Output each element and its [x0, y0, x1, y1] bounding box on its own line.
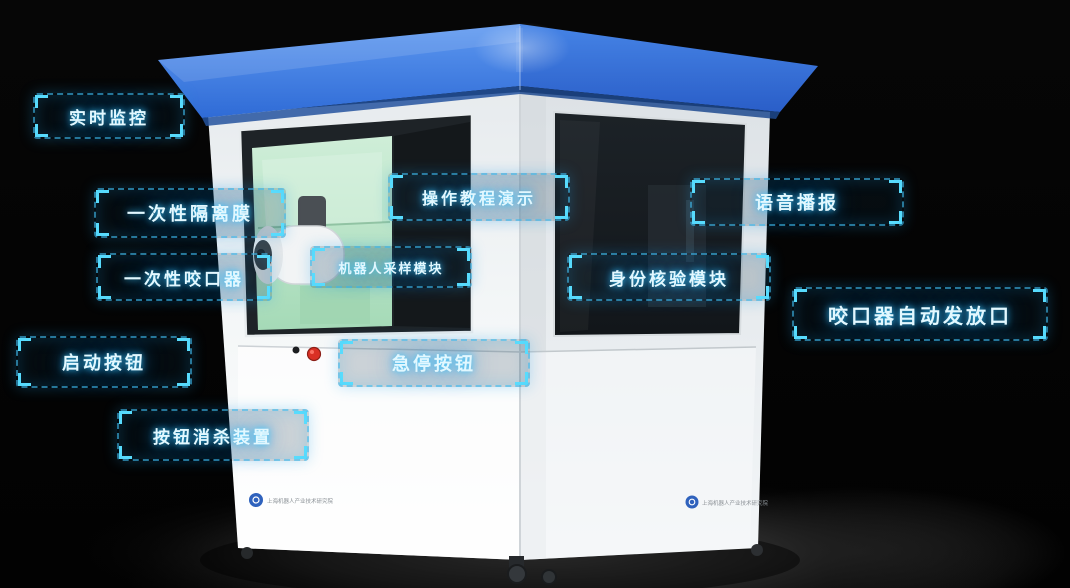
logo-mark-icon [685, 495, 699, 509]
roof-right-panel [520, 24, 818, 112]
callout-disposable-isolation-film: 一次性隔离膜 [94, 188, 286, 238]
callout-robot-sampling-module: 机器人采样模块 [310, 246, 472, 288]
callout-mouthpiece-auto-dispenser: 咬口器自动发放口 [792, 287, 1048, 341]
roof-edge-left [202, 86, 520, 126]
callout-voice-broadcast: 语音播报 [690, 178, 904, 226]
callout-label: 一次性隔离膜 [127, 204, 253, 224]
brand-logo-right: 上海机器人产业技术研究院 [685, 495, 769, 509]
callout-label: 按钮消杀装置 [153, 427, 273, 447]
panel-buttons [292, 346, 322, 362]
lower-cabinet-right [520, 347, 756, 560]
interior-green-block [300, 286, 370, 324]
caster-wheel [541, 569, 557, 585]
caster-wheel [751, 544, 763, 556]
roof [158, 22, 818, 126]
estop-red-button [306, 346, 322, 362]
caster-wheel [507, 564, 527, 584]
logo-ring-icon [688, 498, 696, 506]
spray-mist [474, 22, 570, 74]
callout-label: 咬口器自动发放口 [828, 305, 1012, 328]
device-mount [298, 196, 326, 232]
black-button [292, 346, 300, 354]
logo-mark-icon [249, 493, 263, 507]
callout-identity-verification-module: 身份核验模块 [567, 253, 771, 301]
roof-edge-right [520, 86, 780, 119]
roof-left-panel [158, 24, 520, 118]
logo-text: 上海机器人产业技术研究院 [702, 499, 769, 507]
callout-label: 语音播报 [755, 193, 839, 213]
callout-disposable-mouthpiece: 一次性咬口器 [96, 253, 272, 301]
callout-realtime-monitor: 实时监控 [33, 93, 185, 139]
callout-label: 启动按钮 [62, 353, 146, 373]
estop-highlight [310, 350, 314, 354]
callout-label: 操作教程演示 [421, 191, 536, 208]
callout-label: 一次性咬口器 [124, 269, 244, 289]
casters [241, 544, 763, 585]
callout-start-button: 启动按钮 [16, 336, 192, 388]
brand-logo-left: 上海机器人产业技术研究院 [249, 493, 334, 507]
caster-wheel [241, 547, 253, 559]
callout-label: 身份核验模块 [609, 269, 729, 289]
callout-label: 急停按钮 [392, 354, 476, 374]
callout-label: 实时监控 [69, 108, 149, 128]
interior-highlight [686, 200, 694, 262]
logo-ring-icon [252, 496, 260, 504]
interior-dark-column [394, 122, 470, 328]
callout-label: 机器人采样模块 [338, 260, 444, 276]
callout-button-disinfection-device: 按钮消杀装置 [117, 409, 309, 461]
callout-emergency-stop-button: 急停按钮 [338, 339, 530, 387]
callout-operation-tutorial-demo: 操作教程演示 [388, 173, 570, 221]
spray-streak [516, 28, 523, 72]
interior-green-shelf [262, 152, 382, 226]
cabinet-seam-right [519, 346, 757, 353]
roof-highlight [158, 24, 520, 82]
logo-text: 上海机器人产业技术研究院 [267, 497, 334, 505]
lower-cabinet-left [238, 346, 520, 560]
